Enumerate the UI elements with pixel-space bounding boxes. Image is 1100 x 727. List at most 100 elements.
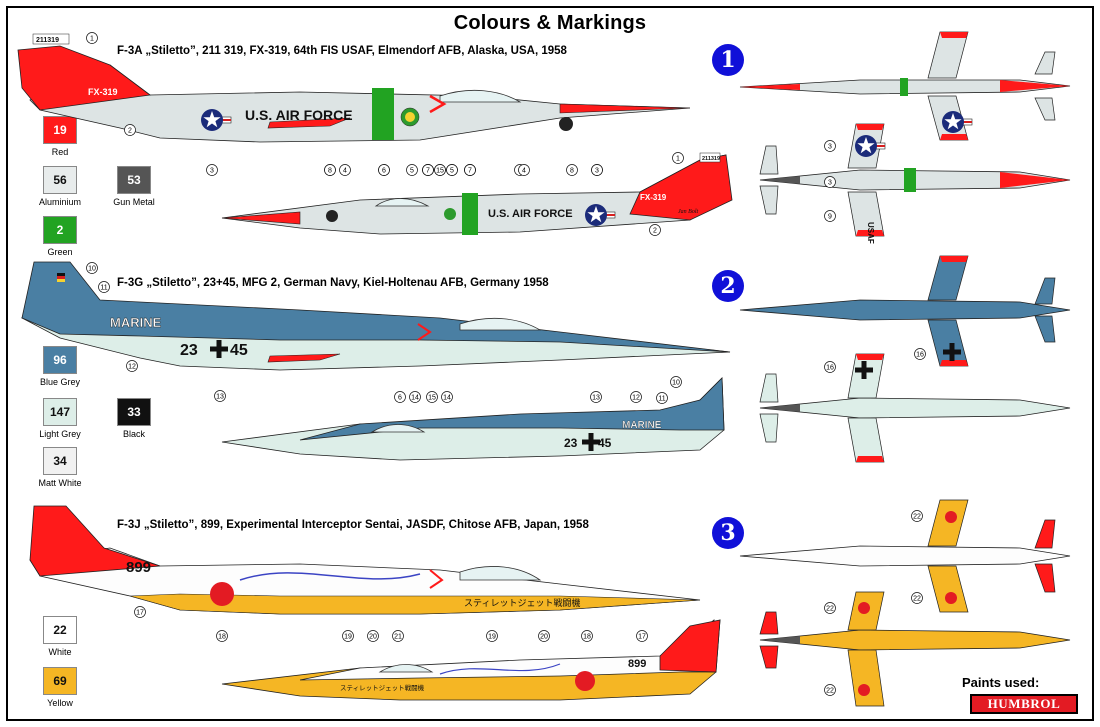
callout-marker: 3 [206,164,218,176]
callout-marker: 14 [441,391,453,403]
scheme-2-plan-view-bottom [759,353,1071,463]
svg-text:19: 19 [344,633,352,640]
swatch-label: Blue Grey [39,377,81,387]
callout-marker: 11 [656,392,668,404]
callout-marker: 1 [672,152,684,164]
scheme-2-fuselage-text: MARINE [110,315,162,330]
svg-text:6: 6 [398,394,402,401]
swatch-yellow: 69 [43,667,77,695]
svg-text:8: 8 [570,167,574,174]
svg-text:22: 22 [826,687,834,694]
svg-text:5: 5 [410,167,414,174]
scheme-2-badge: 2 [712,270,744,302]
callout-marker: 14 [409,391,421,403]
scheme-1-buzz-number: FX-319 [88,87,118,97]
swatch-label: Green [47,247,73,257]
svg-text:5: 5 [450,167,454,174]
callout-marker: 18 [216,630,228,642]
callout-marker: 6 [378,164,390,176]
callout-marker: 6 [394,391,406,403]
svg-text:3: 3 [210,167,214,174]
callout-marker: 17 [134,606,146,618]
scheme-3-side-view-lower: 899 スティレットジェット戦闘機 [221,619,721,701]
callout-marker: 11 [98,281,110,293]
scheme-1-buzz-number-lower: FX-319 [640,193,667,202]
svg-text:14: 14 [411,394,419,401]
svg-text:22: 22 [826,605,834,612]
callout-marker: 22 [911,510,923,522]
svg-text:1: 1 [90,35,94,42]
scheme-2-fuselage-text-lower: MARINE [622,420,662,431]
svg-text:17: 17 [136,609,144,616]
callout-marker: 22 [824,602,836,614]
svg-text:8: 8 [328,167,332,174]
callout-marker: 5 [406,164,418,176]
svg-text:2: 2 [128,127,132,134]
scheme-2-code-left: 23 [180,342,198,359]
callout-marker: 21 [392,630,404,642]
swatch-label: Aluminium [38,197,81,207]
swatch-label: White [48,647,72,657]
svg-text:1: 1 [676,155,680,162]
scheme-1-badge: 1 [712,44,744,76]
scheme-3-badge: 3 [712,517,744,549]
callout-marker: 7 [422,164,434,176]
callout-marker: 15 [426,391,438,403]
svg-text:4: 4 [522,167,526,174]
callout-marker: 22 [911,592,923,604]
svg-text:10: 10 [672,379,680,386]
swatch-black: 33 [117,398,151,426]
callout-marker: 16 [914,348,926,360]
swatch-label: Red [51,147,69,157]
page-title: Colours & Markings [453,12,647,34]
scheme-1-fuselage-text-lower: U.S. AIR FORCE [488,208,573,220]
callout-marker: 20 [538,630,550,642]
scheme-3-plan-view-bottom [759,591,1071,707]
svg-text:21: 21 [394,633,402,640]
svg-text:4: 4 [343,167,347,174]
svg-text:18: 18 [218,633,226,640]
callout-marker: 12 [126,360,138,372]
scheme-1-nose-art-name: Jan Bolt [678,209,698,215]
svg-text:3: 3 [595,167,599,174]
callout-markers: 1234571557834567886715574312339101112136… [86,32,926,696]
scheme-1-plan-view-top [739,31,1071,141]
svg-text:10: 10 [88,265,96,272]
callout-marker: 8 [324,164,336,176]
scheme-1-fuselage-text: U.S. AIR FORCE [245,107,353,123]
swatch-green: 2 [43,216,77,244]
callout-marker: 13 [214,390,226,402]
svg-text:14: 14 [443,394,451,401]
swatch-gun-metal: 53 [117,166,151,194]
swatch-light-grey: 147 [43,398,77,426]
svg-text:22: 22 [913,595,921,602]
svg-text:20: 20 [369,633,377,640]
svg-text:3: 3 [828,143,832,150]
callout-marker: 15 [434,164,446,176]
svg-text:9: 9 [828,213,832,220]
scheme-2-caption: F-3G „Stiletto”, 23+45, MFG 2, German Na… [117,277,549,289]
scheme-2-code-right-lower: 45 [598,436,612,450]
swatch-label: Black [122,429,145,439]
scheme-2-plan-view-top [739,255,1071,367]
callout-marker: 16 [824,361,836,373]
callout-marker: 4 [339,164,351,176]
callout-marker: 12 [630,391,642,403]
callout-marker: 13 [590,391,602,403]
svg-text:22: 22 [913,513,921,520]
svg-text:2: 2 [653,227,657,234]
callout-marker: 4 [518,164,530,176]
callout-marker: 8 [566,164,578,176]
scheme-3-plan-view-top [739,499,1071,613]
svg-text:3: 3 [828,179,832,186]
callout-marker: 2 [124,124,136,136]
swatch-matt-white: 34 [43,447,77,475]
svg-text:20: 20 [540,633,548,640]
scheme-1-side-view-lower: U.S. AIR FORCE FX-319 211319 Jan Bolt [221,152,733,235]
swatch-label: Light Grey [39,429,81,439]
scheme-1-plan-view-bottom: USAF [759,123,1071,244]
callout-marker: 3 [824,176,836,188]
callout-marker: 7 [464,164,476,176]
svg-text:15: 15 [428,394,436,401]
